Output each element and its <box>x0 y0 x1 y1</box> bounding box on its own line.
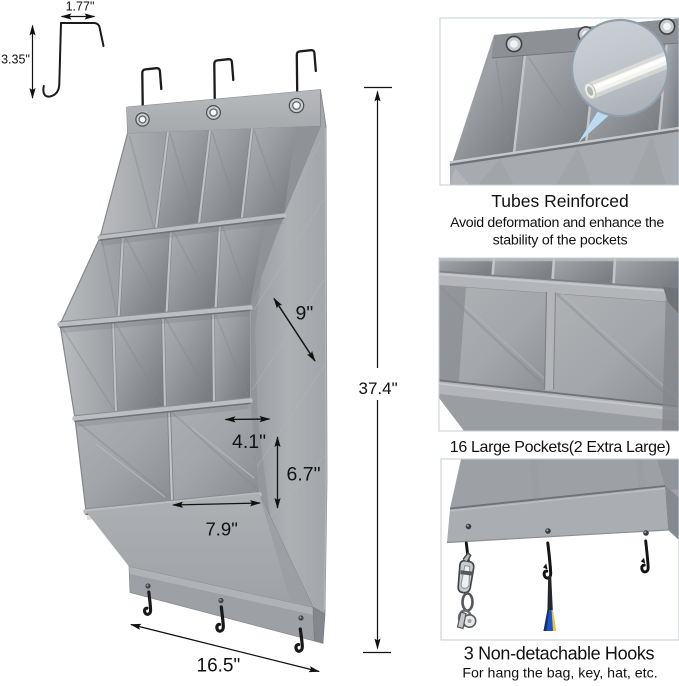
svg-text:16.5": 16.5" <box>197 656 241 677</box>
svg-text:1.77": 1.77" <box>66 0 95 14</box>
svg-text:Avoid deformation and enhance: Avoid deformation and enhance the <box>450 215 664 231</box>
svg-text:4.1": 4.1" <box>232 431 266 453</box>
svg-text:6.7": 6.7" <box>287 464 321 486</box>
svg-text:For hang the bag, key, hat, e: For hang the bag, key, hat, etc. <box>462 666 657 682</box>
svg-text:Tubes Reinforced: Tubes Reinforced <box>491 191 628 211</box>
svg-text:3.35": 3.35" <box>1 53 30 67</box>
svg-text:stability of the pockets: stability of the pockets <box>493 233 628 249</box>
svg-text:37.4": 37.4" <box>359 379 398 398</box>
svg-text:7.9": 7.9" <box>206 519 238 540</box>
svg-text:3 Non-detachable Hooks: 3 Non-detachable Hooks <box>464 644 655 664</box>
svg-text:16 Large Pockets(2 Extra Large: 16 Large Pockets(2 Extra Large) <box>450 439 670 456</box>
svg-text:9": 9" <box>296 303 314 325</box>
